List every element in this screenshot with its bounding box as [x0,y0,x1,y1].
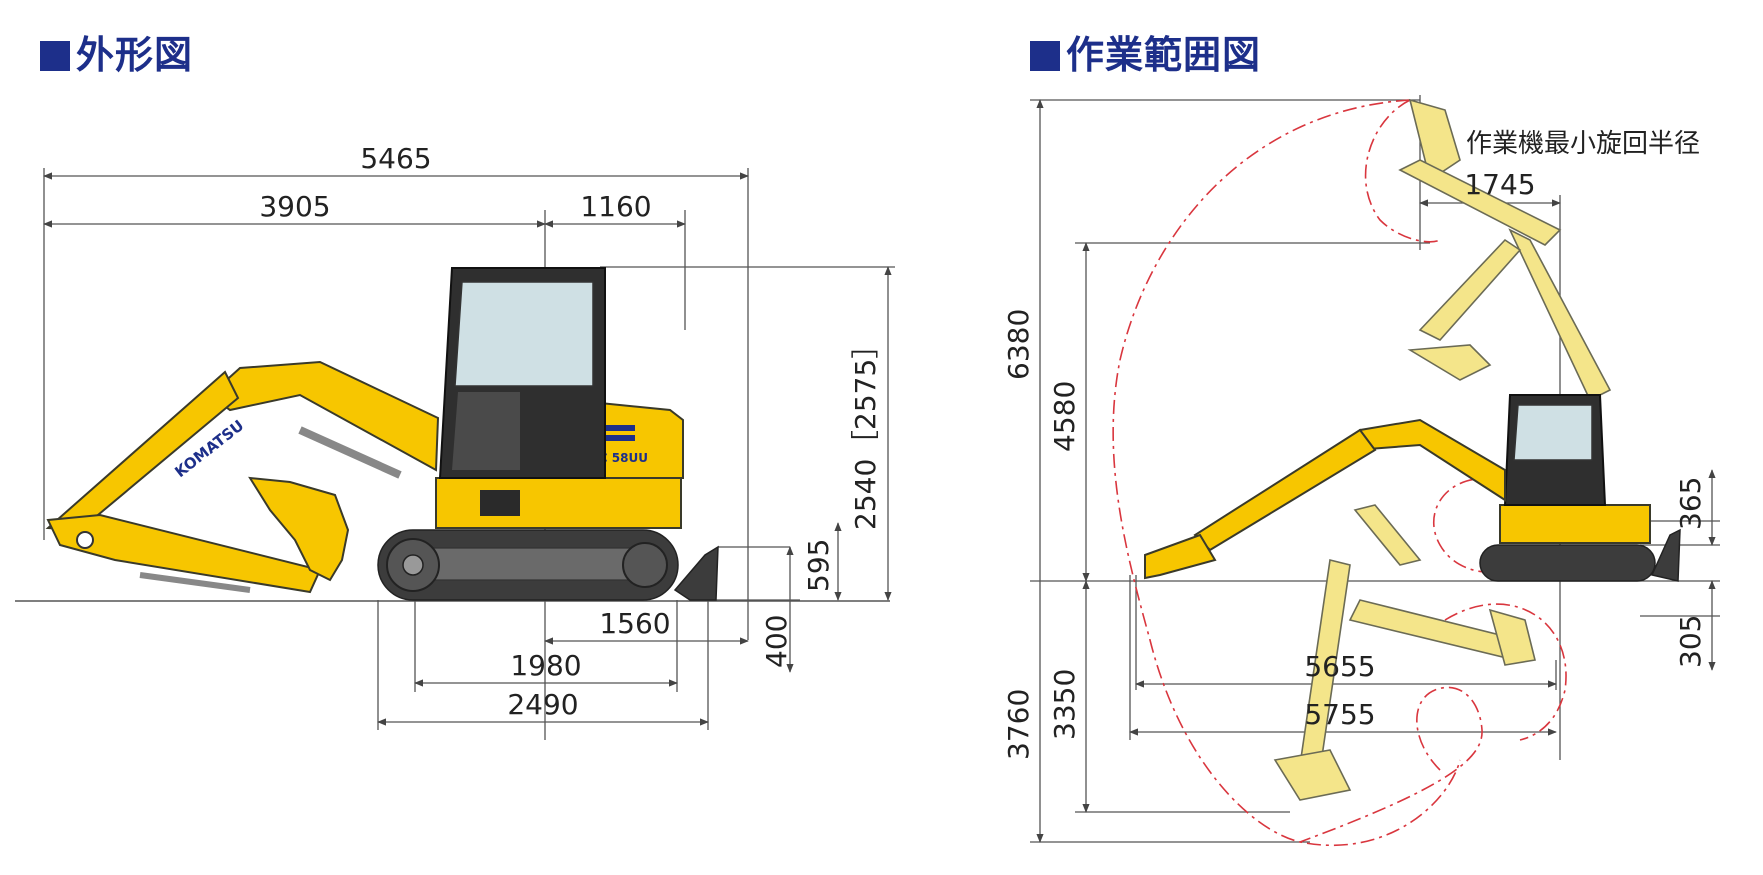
range-bucket [1144,533,1217,580]
track-length-label: 2490 [507,688,578,721]
bucket-mid-upper-position [1407,344,1492,381]
arm-positions [1273,98,1612,801]
excavator-side-view: PC 58UU KOMATSU [45,267,719,601]
tumbler-center-to-rear-label: 1560 [599,607,670,640]
outline-diagram: 5465 3905 1160 1560 1980 2490 2540 ［2575… [15,142,895,740]
idler-wheel [622,542,668,588]
outer-reach-curve [1112,99,1461,847]
working-range-heading-text: 作業範囲図 [1066,33,1262,77]
counterweight-plate [480,490,520,516]
blade-drop-label: 305 [1674,615,1707,668]
boom-low-position [1353,504,1422,566]
max-dump-height-label: 4580 [1048,381,1081,452]
min-swing-radius-value: 1745 [1464,168,1535,201]
max-dig-depth-label: 3760 [1002,689,1035,760]
boom [208,360,440,472]
range-extension-lines [1030,95,1720,843]
mid-bucket-curve [1444,603,1567,741]
cab-window [454,281,594,387]
max-reach-label: 5755 [1304,698,1375,731]
deep-bucket-curve [1299,686,1483,843]
overall-height-label: 2540 [849,459,882,530]
overall-length-label: 5465 [360,142,431,175]
boom-top-position [1508,228,1612,402]
blade-lift-label: 365 [1674,477,1707,530]
range-upper-structure [1499,504,1651,544]
max-reach-ground-label: 5655 [1304,650,1375,683]
dozer-blade [673,545,719,601]
bucket-top-position [1408,98,1461,182]
top-bucket-curve [1364,99,1441,243]
track-frame [419,547,651,581]
arm-lower-link [46,513,322,594]
heading-square-icon [40,41,70,71]
arm-top-position [1398,159,1562,246]
min-swing-radius-caption: 作業機最小旋回半径 [1466,129,1700,159]
heading-square-icon [1030,41,1060,71]
range-cab-window [1513,404,1593,461]
front-length-label: 3905 [259,190,330,223]
tumbler-distance-label: 1980 [510,649,581,682]
track-height-label: 595 [802,539,835,592]
extension-lines [43,168,895,740]
outline-heading-text: 外形図 [76,33,194,77]
range-crawler-track [1479,544,1656,582]
boom-cylinder [298,426,402,479]
outline-heading: 外形図 [40,24,193,79]
overall-height-bracket-label: ［2575］ [849,331,882,458]
blade-height-label: 400 [760,615,793,668]
rear-length-label: 1160 [580,190,651,223]
bucket-cylinder [139,572,251,593]
upper-structure [435,477,682,529]
bucket-deep-position [1273,749,1352,801]
range-boom [1353,418,1506,502]
bucket-low-position [1488,608,1536,666]
bucket [248,476,350,582]
arm-mid-upper-position [1418,238,1522,341]
range-arm [1193,428,1377,552]
max-dig-height-label: 6380 [1002,309,1035,380]
working-range-diagram: 作業機最小旋回半径 1745 5655 5755 6380 4580 3760 … [1002,95,1720,847]
range-dozer-blade [1650,528,1681,582]
range-dimension-arrows [1036,99,1716,843]
excavator-range-view [1144,394,1681,582]
dimension-arrows [43,172,892,726]
working-range-heading: 作業範囲図 [1030,24,1261,79]
max-vertical-wall-depth-label: 3350 [1048,669,1081,740]
